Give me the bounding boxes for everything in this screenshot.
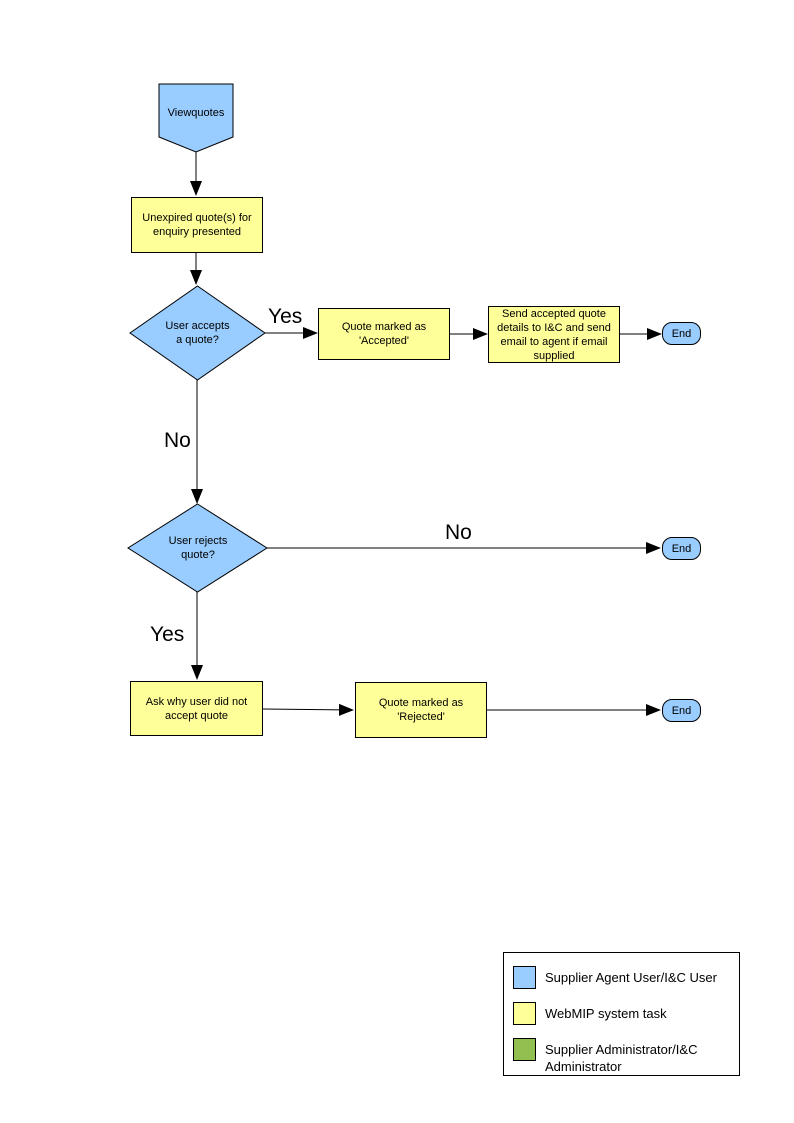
box-ask-why: Ask why user did not accept quote (130, 681, 263, 736)
edge-askwhy-to-rejected (262, 703, 354, 716)
decision-rejects-label: User rejects quote? (168, 535, 228, 561)
end-node-no-reject: End (662, 537, 701, 560)
start-pentagon-shape (158, 83, 234, 153)
edge-label-accept-no: No (164, 429, 191, 452)
edge-label-reject-no: No (445, 521, 472, 544)
legend-row-user: Supplier Agent User/I&C User (513, 966, 739, 989)
edge-label-accept-yes: Yes (268, 305, 303, 328)
start-pentagon-label: Viewquotes (167, 107, 225, 119)
legend-swatch-system (513, 1002, 536, 1025)
legend-row-admin: Supplier Administrator/I&C Administrator (513, 1038, 739, 1075)
end-node-rejected: End (662, 699, 701, 722)
edge-label-reject-yes: Yes (150, 623, 185, 646)
legend-box: Supplier Agent User/I&C User WebMIP syst… (503, 952, 740, 1076)
box-quote-accepted: Quote marked as 'Accepted' (318, 308, 450, 360)
legend-swatch-admin (513, 1038, 536, 1061)
box-quote-rejected: Quote marked as 'Rejected' (355, 682, 487, 738)
box-unexpired-quotes: Unexpired quote(s) for enquiry presented (131, 197, 263, 253)
legend-label-admin: Supplier Administrator/I&C Administrator (545, 1042, 698, 1074)
legend-label-system: WebMIP system task (545, 1006, 667, 1021)
legend-row-system: WebMIP system task (513, 1002, 739, 1025)
end-node-accepted: End (662, 322, 701, 345)
box-send-details: Send accepted quote details to I&C and s… (488, 306, 620, 363)
decision-accepts-label: User accepts a quote? (165, 320, 230, 346)
legend-swatch-user (513, 966, 536, 989)
legend-label-user: Supplier Agent User/I&C User (545, 970, 717, 985)
